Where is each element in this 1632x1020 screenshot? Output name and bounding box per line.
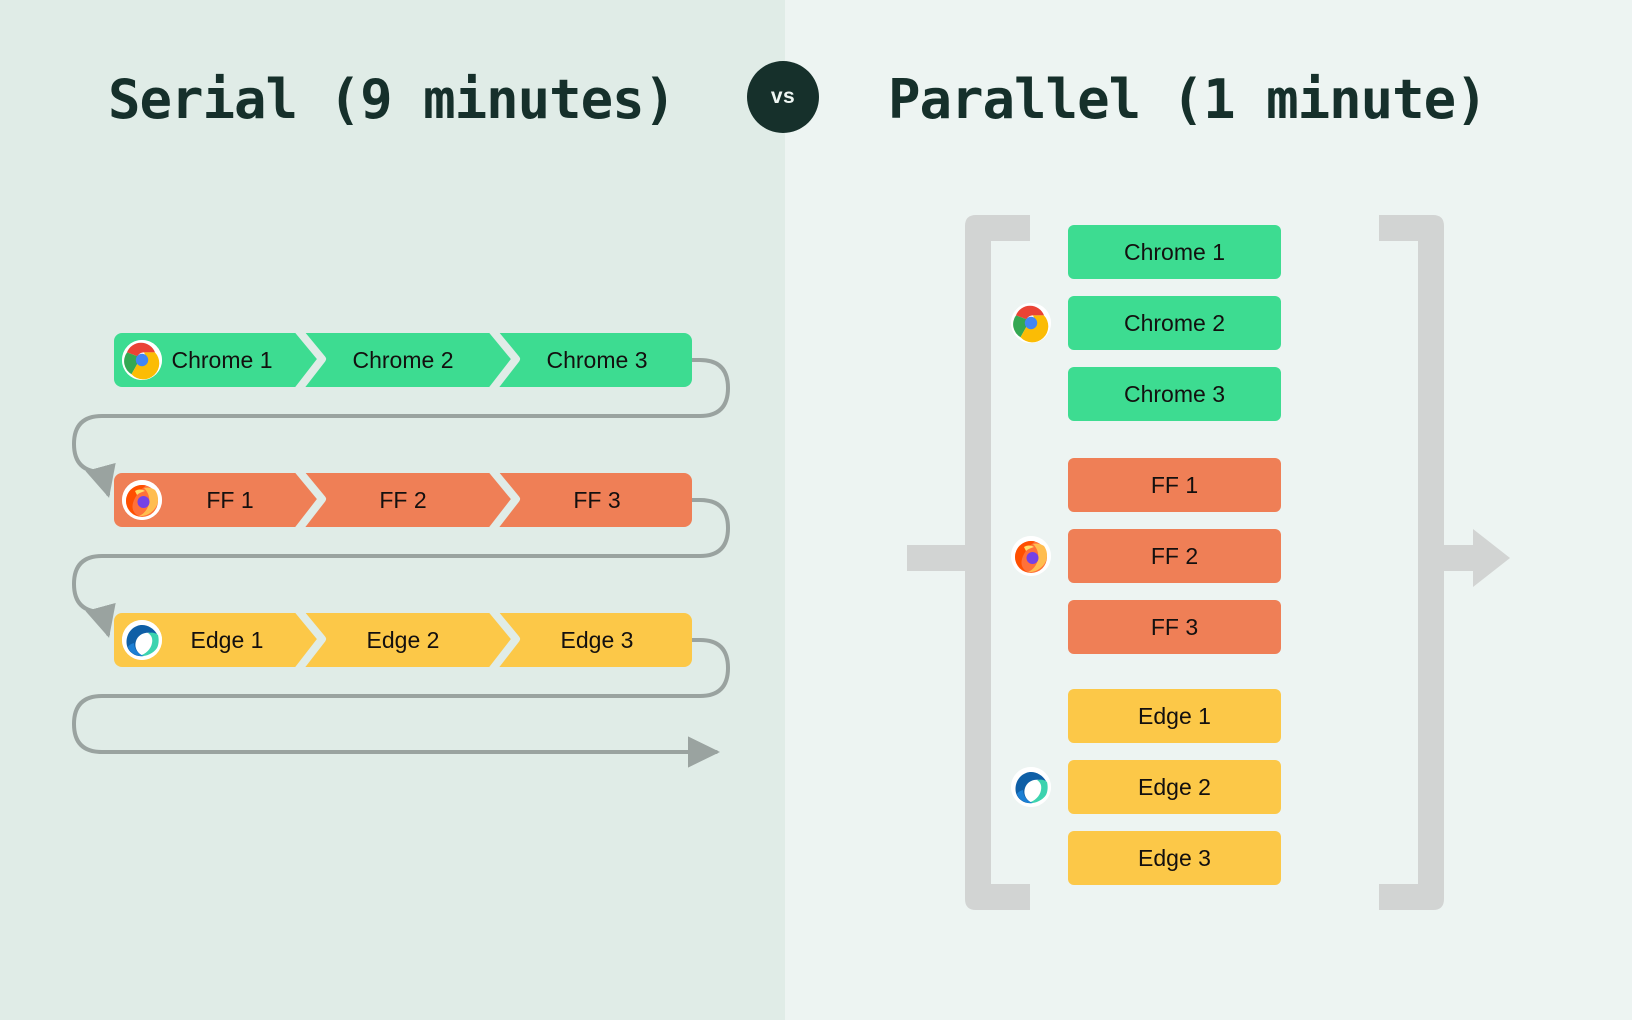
parallel-box-label: Edge 3 [1138, 844, 1211, 871]
parallel-box-label: Chrome 1 [1124, 238, 1225, 265]
serial-row-chrome: Chrome 1 Chrome 2 Chrome 3 [114, 332, 692, 388]
parallel-box-label: FF 1 [1150, 471, 1199, 498]
serial-bar-edge [114, 613, 692, 667]
serial-segment-label: Edge 2 [366, 626, 440, 653]
firefox-icon [1011, 536, 1051, 576]
serial-row-firefox: FF 1 FF 2 FF 3 [114, 472, 692, 528]
parallel-box: Edge 3 [1068, 831, 1281, 885]
parallel-box: Chrome 1 [1068, 225, 1281, 279]
serial-segment-label: Edge 1 [190, 626, 264, 653]
vs-badge: vs [747, 61, 819, 133]
parallel-box-label: Edge 2 [1138, 773, 1211, 800]
serial-segment-label: Chrome 3 [546, 346, 648, 373]
serial-segment: FF 1 [160, 473, 300, 527]
serial-segment: Chrome 1 [144, 333, 300, 387]
serial-segment-label: FF 1 [206, 486, 254, 513]
edge-icon [1011, 767, 1051, 807]
chrome-icon [1011, 303, 1051, 343]
serial-segment-label: Chrome 2 [352, 346, 454, 373]
serial-segment: Edge 2 [310, 613, 496, 667]
parallel-box: Edge 2 [1068, 760, 1281, 814]
serial-segment-label: FF 3 [573, 486, 621, 513]
serial-segment: Edge 1 [152, 613, 302, 667]
parallel-box: Chrome 2 [1068, 296, 1281, 350]
serial-segment: Chrome 3 [504, 333, 690, 387]
parallel-box-label: Edge 1 [1138, 702, 1211, 729]
parallel-box: Chrome 3 [1068, 367, 1281, 421]
serial-connector-group [0, 0, 785, 1020]
firefox-icon [122, 480, 162, 520]
parallel-box-label: FF 2 [1150, 542, 1199, 569]
vs-badge-label: vs [770, 85, 796, 108]
edge-icon [122, 620, 162, 660]
serial-flow: Chrome 1 Chrome 2 Chrome 3 [0, 0, 785, 1020]
serial-row-edge: Edge 1 Edge 2 Edge 3 [114, 612, 692, 668]
serial-segment-label: Edge 3 [560, 626, 634, 653]
chrome-icon [122, 340, 162, 380]
parallel-box: FF 1 [1068, 458, 1281, 512]
serial-segment-label: Chrome 1 [171, 346, 273, 373]
serial-heading: Serial (9 minutes) [108, 68, 676, 131]
parallel-bracket-group [785, 0, 1632, 1020]
serial-segment: FF 2 [310, 473, 496, 527]
parallel-box-label: Chrome 3 [1124, 380, 1225, 407]
serial-segment: FF 3 [504, 473, 690, 527]
parallel-box-label: Chrome 2 [1124, 309, 1225, 336]
parallel-box-label: FF 3 [1150, 613, 1199, 640]
parallel-heading: Parallel (1 minute) [888, 68, 1488, 131]
parallel-box: FF 3 [1068, 600, 1281, 654]
serial-segment: Edge 3 [504, 613, 690, 667]
serial-segment-label: FF 2 [379, 486, 427, 513]
serial-segment: Chrome 2 [310, 333, 496, 387]
parallel-box: FF 2 [1068, 529, 1281, 583]
serial-bar-firefox [114, 473, 692, 527]
parallel-flow: Chrome 1 Chrome 2 Chrome 3 FF 1 FF [785, 0, 1632, 1020]
serial-bar-chrome [114, 333, 692, 387]
parallel-box: Edge 1 [1068, 689, 1281, 743]
